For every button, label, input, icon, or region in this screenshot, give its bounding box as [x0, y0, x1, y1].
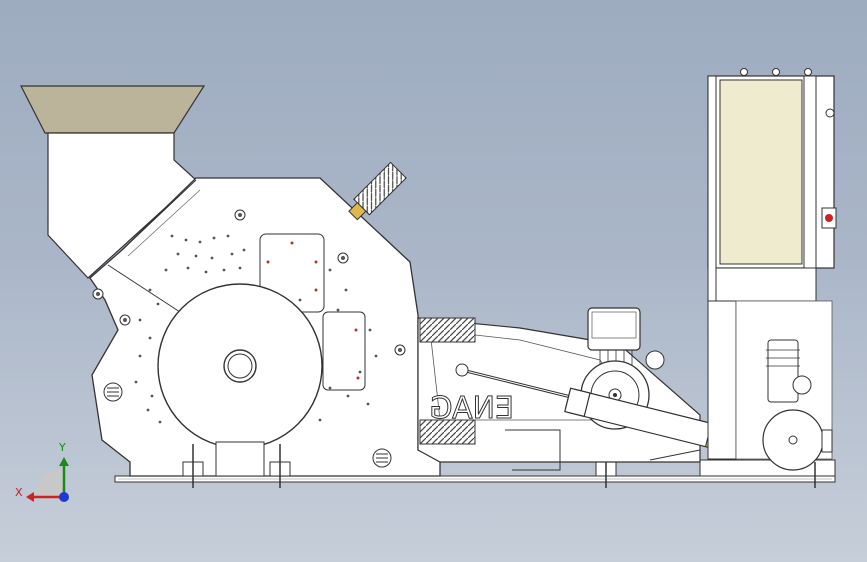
y-axis-label: Y — [59, 441, 66, 454]
control-cabinet-icon — [707, 68, 837, 471]
foundation-bolts — [182, 444, 816, 488]
spring-icon — [348, 161, 407, 221]
housing-lettering: ENAG — [429, 391, 514, 426]
x-axis-label: X — [15, 486, 23, 499]
rotor-disc-icon — [157, 283, 323, 477]
motor-icon — [587, 307, 665, 375]
coordinate-triad-icon — [26, 457, 69, 502]
